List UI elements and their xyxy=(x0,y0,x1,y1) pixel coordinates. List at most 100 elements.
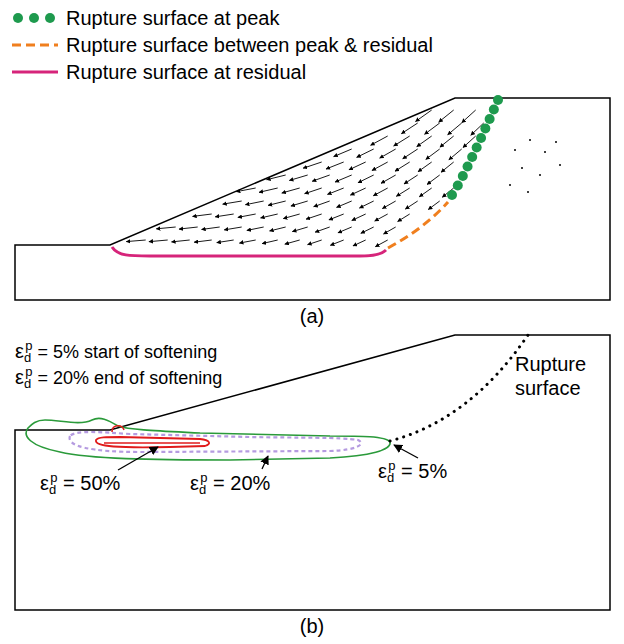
displacement-vector xyxy=(289,175,307,180)
legend-line xyxy=(12,71,58,74)
displacement-vector xyxy=(329,214,344,220)
displacement-vector xyxy=(371,136,388,145)
displacement-vector xyxy=(217,240,234,243)
rupture-surface xyxy=(390,335,528,441)
displacement-vector xyxy=(352,214,366,220)
strain-contour-50 xyxy=(104,442,200,444)
displacement-vector xyxy=(384,227,396,234)
displacement-vector xyxy=(448,123,462,135)
displacement-vector xyxy=(285,240,300,244)
displacement-vector xyxy=(396,188,409,196)
displacement-vector xyxy=(441,162,454,172)
displacement-vector xyxy=(403,149,418,159)
displacement-vector xyxy=(149,240,168,242)
displacement-vector xyxy=(261,214,278,218)
displacement-vector xyxy=(308,240,322,245)
displacement-vector xyxy=(238,214,256,217)
displacement-vector xyxy=(419,188,431,197)
residual-surface xyxy=(112,247,386,256)
displacement-vector xyxy=(418,162,432,172)
transition-surface xyxy=(388,202,448,248)
displacement-vector xyxy=(337,201,352,207)
strain-contour-20 xyxy=(70,432,361,452)
displacement-vector xyxy=(334,149,352,157)
legend-dash xyxy=(12,44,58,47)
displacement-vector xyxy=(416,110,432,122)
figure-label: εdp = 20% end of softening xyxy=(15,364,222,392)
displacement-vector xyxy=(262,240,278,244)
displacement-vector xyxy=(417,136,432,147)
displacement-vector xyxy=(401,123,417,134)
displacement-vector xyxy=(350,188,365,195)
displacement-vectors xyxy=(126,110,483,247)
strain-contour-50 xyxy=(96,437,209,447)
displacement-vector xyxy=(425,123,440,134)
displacement-vector xyxy=(202,227,220,229)
figure-label: εdp = 50% xyxy=(40,470,120,498)
displacement-vector xyxy=(349,162,366,170)
peak-surface-dot xyxy=(467,152,477,162)
displacement-vector xyxy=(282,188,300,193)
displacement-vector xyxy=(236,188,255,192)
peak-surface-dot xyxy=(489,105,499,115)
peak-surface-dot xyxy=(493,95,503,105)
displacement-vector xyxy=(394,136,410,146)
displacement-vector xyxy=(361,227,374,233)
displacement-vector xyxy=(245,201,263,205)
displacement-vector xyxy=(380,149,396,158)
peak-surface-dot xyxy=(458,171,468,181)
leader-line xyxy=(118,447,158,470)
displacement-vector xyxy=(373,188,387,196)
displacement-vector xyxy=(330,240,343,245)
peak-surface xyxy=(447,95,503,200)
peak-surface-dot xyxy=(472,143,482,153)
displacement-vector xyxy=(449,149,462,160)
displacement-vector xyxy=(404,175,418,184)
displacement-vector xyxy=(375,214,388,221)
peak-surface-dot xyxy=(463,162,473,172)
displacement-vector xyxy=(224,227,241,230)
leader-line xyxy=(262,456,268,469)
displacement-vector xyxy=(428,201,439,209)
displacement-vector xyxy=(283,214,299,219)
displacement-vector xyxy=(179,227,198,229)
displacement-vector xyxy=(375,240,387,247)
displacement-vector xyxy=(381,175,396,183)
displacement-vector xyxy=(215,214,233,217)
displacement-vector xyxy=(326,162,344,169)
peak-surface-dot xyxy=(476,133,486,143)
displacement-vector xyxy=(359,201,373,208)
displacement-vector xyxy=(462,110,476,123)
displacement-vector xyxy=(405,201,417,209)
displacement-vector xyxy=(305,188,322,194)
displacement-vector xyxy=(156,227,175,229)
figure-label: εdp = 5% start of softening xyxy=(15,338,217,366)
displacement-vector xyxy=(439,110,454,122)
displacement-vector xyxy=(223,201,242,204)
displacement-vector xyxy=(398,214,410,222)
displacement-vector xyxy=(357,149,374,157)
slope-outline xyxy=(15,335,610,610)
displacement-vector xyxy=(358,175,374,183)
strain-contour-5 xyxy=(26,418,390,460)
figure-label: Rupture surface xyxy=(515,352,610,400)
displacement-vector xyxy=(267,175,286,180)
displacement-vector xyxy=(382,201,395,209)
figure-label: εdp = 5% xyxy=(378,458,447,486)
displacement-vector xyxy=(440,136,454,147)
peak-surface-dot xyxy=(447,190,457,200)
displacement-vector xyxy=(306,214,322,219)
figure-label: (a) xyxy=(300,304,324,328)
displacement-vector xyxy=(312,175,330,181)
displacement-vector xyxy=(335,175,352,182)
displacement-vector xyxy=(194,240,212,242)
legend-label: Rupture surface between peak & residual xyxy=(66,33,433,57)
displacement-vector xyxy=(247,227,264,230)
legend-dots xyxy=(13,13,55,23)
displacement-vector xyxy=(314,201,330,207)
displacement-vector xyxy=(193,214,212,216)
displacement-vector xyxy=(239,240,255,243)
leader-line xyxy=(394,445,418,458)
displacement-vector xyxy=(315,227,330,232)
displacement-vector xyxy=(172,240,190,242)
